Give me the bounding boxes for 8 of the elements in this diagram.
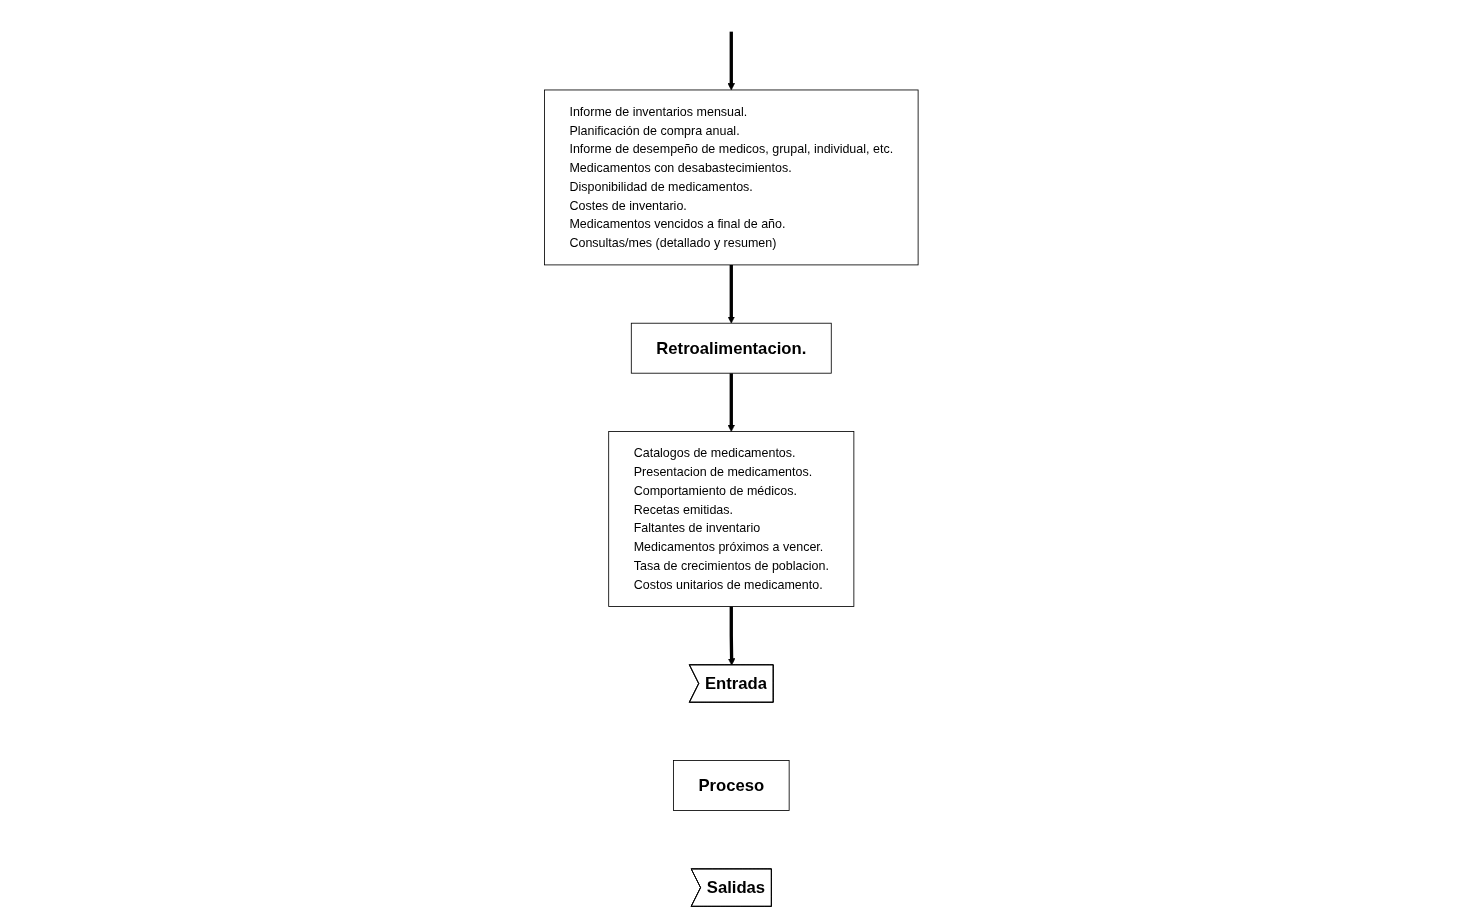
node-box: Proceso	[673, 760, 790, 811]
node-box: Catalogos de medicamentos. Presentacion de medicamentos. Comportamiento de médicos. Recetas emitidas. Faltantes de inventario Medicamentos próximos a vencer. Tasa de crecimientos de poblacion. Costos unitarios de medicamento.	[608, 431, 855, 607]
node-box: Informe de inventarios mensual. Planificación de compra anual. Informe de desempeño de medicos, grupal, individual, etc. Medicamentos con desabastecimientos. Disponibilidad de medicamentos. Costes de inventario. Medicamentos vencidos a final de año. Consultas/mes (detallado y resumen)	[544, 89, 919, 266]
node-box: Retroalimentacion.	[631, 322, 832, 374]
arrow	[727, 373, 736, 432]
arrow	[727, 31, 736, 91]
arrow	[728, 606, 736, 666]
arrow	[727, 264, 736, 324]
